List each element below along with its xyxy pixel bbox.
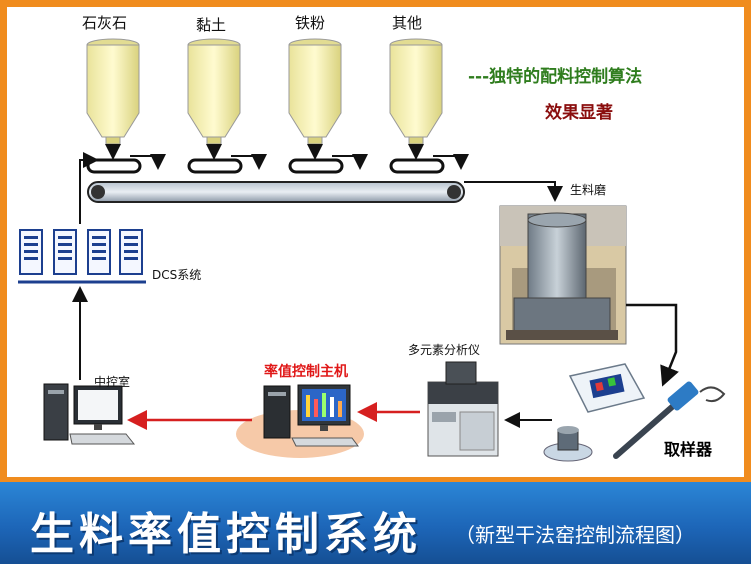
dcs-to-feeders-arrow <box>79 152 99 224</box>
main-belt-conveyor <box>87 181 465 203</box>
hopper-label-limestone: 石灰石 <box>82 14 128 32</box>
hopper-label-iron-powder: 铁粉 <box>295 14 326 32</box>
rate-control-host <box>236 384 364 458</box>
raw-mill-label: 生料磨 <box>570 183 607 197</box>
banner-title: 生料率值控制系统 <box>30 509 422 560</box>
hopper-limestone <box>86 38 140 145</box>
control-room-label: 中控室 <box>94 375 131 389</box>
dcs-label: DCS系统 <box>152 268 202 282</box>
slogan-effect: 效果显著 <box>545 103 613 123</box>
belt-to-mill-arrow <box>464 181 563 202</box>
hopper-label-other: 其他 <box>392 14 423 32</box>
sampler-device <box>543 363 726 462</box>
hopper-clay <box>187 38 241 145</box>
slogan-algorithm: ---独特的配料控制算法 <box>468 67 643 87</box>
title-banner <box>0 482 751 564</box>
banner-subtitle: （新型干法窑控制流程图） <box>455 523 695 547</box>
raw-mill-image <box>499 205 627 345</box>
multi-element-analyzer <box>427 361 499 457</box>
rate-control-host-label: 率值控制主机 <box>264 364 348 380</box>
analyzer-label: 多元素分析仪 <box>408 343 481 357</box>
mill-to-sampler-arrow <box>626 303 679 387</box>
hopper-other <box>389 38 443 145</box>
dcs-servers <box>18 229 146 284</box>
sampler-label: 取样器 <box>664 440 713 459</box>
hopper-label-clay: 黏土 <box>196 16 227 34</box>
control-room-pc <box>43 383 136 445</box>
hopper-iron-powder <box>288 38 342 145</box>
weigh-feeders <box>86 144 469 174</box>
